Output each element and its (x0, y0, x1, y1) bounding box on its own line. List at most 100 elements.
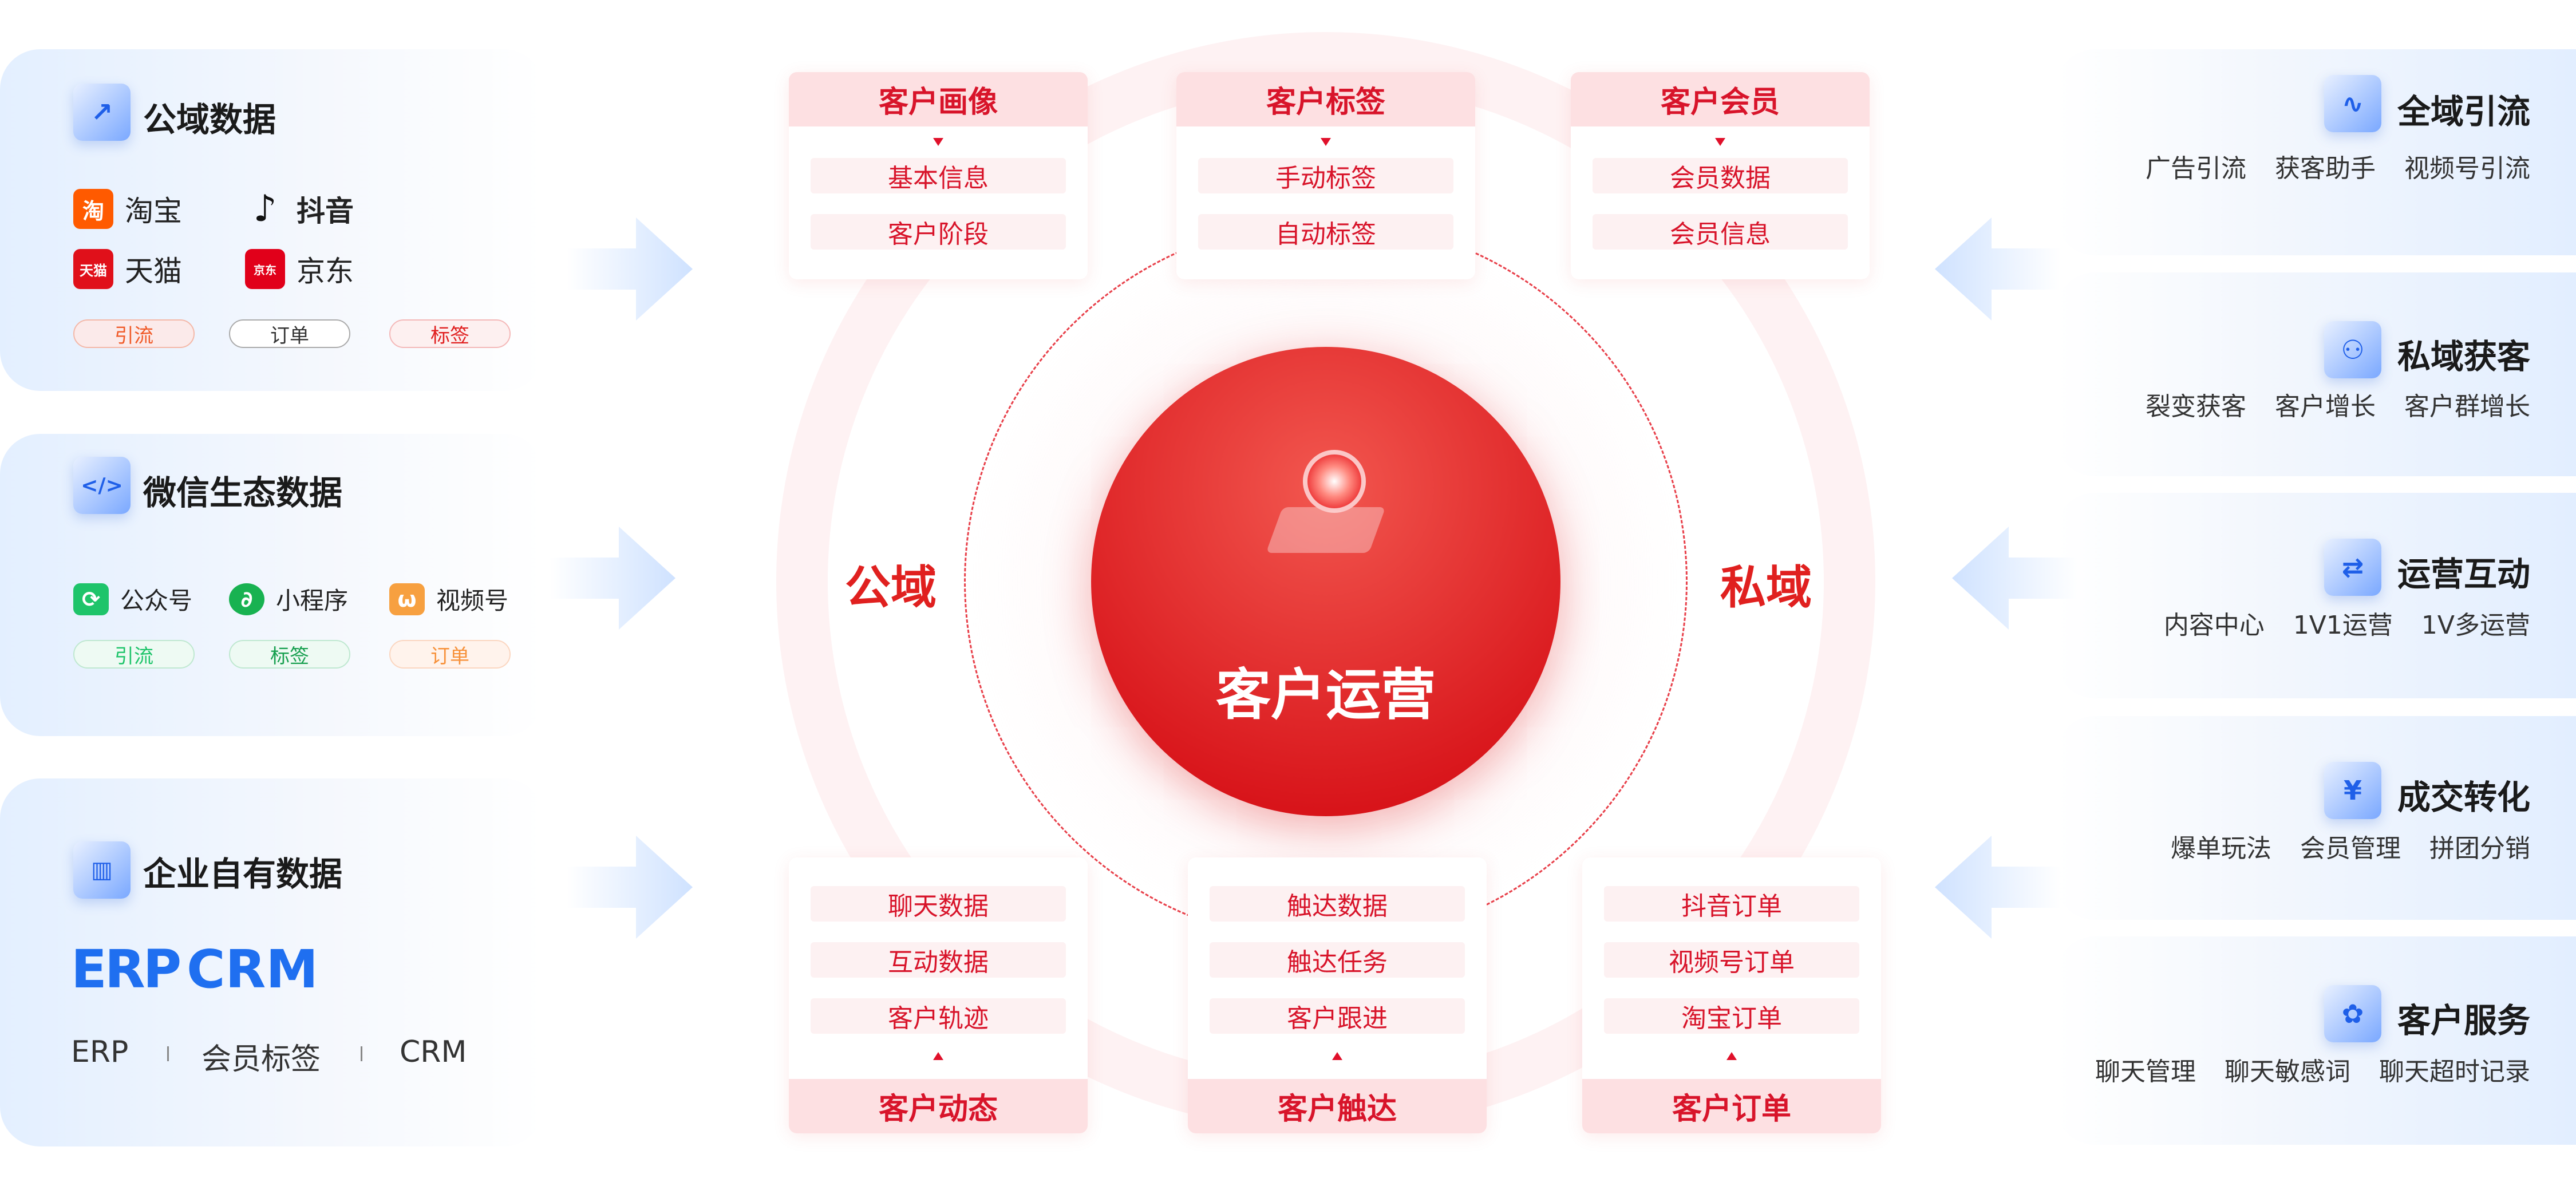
crm-logo: CRM (187, 939, 318, 1000)
box-item: 自动标签 (1198, 214, 1453, 250)
service-icon: ✿ (2324, 985, 2381, 1042)
panel-item: 广告引流 (2146, 154, 2246, 183)
mini-program-logo: ∂ (229, 583, 264, 615)
box-customer-tags: 客户标签 手动标签 自动标签 (1176, 72, 1475, 279)
pulse-icon: ∿ (2324, 75, 2381, 132)
enterprise-item: ERP (71, 1035, 129, 1069)
douyin-logo: ♪ (253, 188, 277, 230)
add-user-icon: ⚇ (2324, 321, 2381, 378)
tag-traffic: 引流 (73, 319, 195, 348)
taobao-logo: 淘 (73, 189, 113, 229)
box-title: 客户订单 (1582, 1079, 1881, 1133)
box-title: 客户标签 (1176, 72, 1475, 126)
box-item: 会员数据 (1593, 158, 1848, 193)
brand-douyin: ♪抖音 (245, 188, 354, 230)
public-data-panel: ↗ 公域数据 淘淘宝 ♪抖音 天猫天猫 京东京东 引流 订单 标签 (0, 49, 544, 391)
down-triangle-icon (933, 138, 943, 146)
panel-item: 1V1运营 (2293, 611, 2393, 640)
private-domain-label: 私域 (1720, 561, 1812, 614)
box-item: 互动数据 (811, 942, 1066, 978)
arrow-left-icon (1935, 836, 2061, 939)
box-title: 客户画像 (789, 72, 1088, 126)
brand-tmall: 天猫天猫 (73, 248, 182, 290)
box-customer-activity: 聊天数据 互动数据 客户轨迹 客户动态 (789, 857, 1088, 1133)
panel-title: 运营互动 (2397, 555, 2530, 594)
brand-name: 京东 (297, 255, 354, 288)
app-official-account: ⟳ 公众号 (73, 582, 192, 616)
brand-name: 天猫 (125, 255, 182, 288)
public-domain-label: 公域 (845, 561, 937, 614)
panel-deal-conversion: ¥ 成交转化 爆单玩法会员管理拼团分销 (2055, 716, 2576, 920)
panel-title: 企业自有数据 (143, 855, 343, 894)
box-item: 客户轨迹 (811, 998, 1066, 1034)
jd-logo: 京东 (245, 249, 285, 289)
tmall-logo: 天猫 (73, 249, 113, 289)
tag-order: 订单 (389, 640, 511, 669)
official-account-logo: ⟳ (73, 583, 109, 615)
money-bag-icon: ¥ (2324, 762, 2381, 819)
tag-label: 标签 (389, 319, 511, 348)
box-item: 视频号订单 (1604, 942, 1859, 978)
app-name: 公众号 (120, 587, 193, 615)
panel-item: 聊天超时记录 (2379, 1057, 2530, 1086)
box-customer-profile: 客户画像 基本信息 客户阶段 (789, 72, 1088, 279)
customer-icon (1263, 450, 1389, 553)
panel-omni-traffic: ∿ 全域引流 广告引流获客助手视频号引流 (2055, 49, 2576, 255)
down-triangle-icon (1715, 138, 1725, 146)
panel-item: 拼团分销 (2429, 834, 2530, 863)
brand-name: 淘宝 (125, 195, 182, 228)
box-item: 客户阶段 (811, 214, 1066, 250)
box-item: 聊天数据 (811, 886, 1066, 922)
panel-items: 爆单玩法会员管理拼团分销 (2171, 828, 2530, 864)
arrow-left-icon (1935, 218, 2061, 321)
panel-operation-interaction: ⇄ 运营互动 内容中心 1V1运营 1V多运营 (2055, 493, 2576, 698)
down-triangle-icon (1321, 138, 1331, 146)
box-customer-membership: 客户会员 会员数据 会员信息 (1571, 72, 1870, 279)
panel-title: 全域引流 (2397, 92, 2530, 131)
panel-title: 公域数据 (143, 100, 276, 139)
enterprise-item: CRM (400, 1035, 467, 1069)
panel-item: 内容中心 (2163, 611, 2265, 640)
panel-items: 广告引流获客助手视频号引流 (2146, 148, 2530, 184)
box-title: 客户触达 (1188, 1079, 1487, 1133)
channels-logo: ω (389, 583, 425, 615)
panel-title: 客户服务 (2397, 1001, 2530, 1040)
box-item: 客户跟进 (1210, 998, 1465, 1034)
panel-item: 1V多运营 (2421, 611, 2530, 640)
box-customer-orders: 抖音订单 视频号订单 淘宝订单 客户订单 (1582, 857, 1881, 1133)
code-icon: </> (73, 457, 131, 514)
arrow-right-icon (567, 836, 693, 939)
exchange-icon: ⇄ (2324, 539, 2381, 596)
box-item: 会员信息 (1593, 214, 1848, 250)
panel-item: 聊天管理 (2095, 1057, 2196, 1086)
box-customer-reach: 触达数据 触达任务 客户跟进 客户触达 (1188, 857, 1487, 1133)
box-item: 抖音订单 (1604, 886, 1859, 922)
arrow-right-icon (567, 218, 693, 321)
panel-items: 裂变获客客户增长客户群增长 (2146, 386, 2530, 422)
box-title: 客户会员 (1571, 72, 1870, 126)
box-item: 基本信息 (811, 158, 1066, 193)
box-title: 客户动态 (789, 1079, 1088, 1133)
bar-chart-icon: ▥ (73, 841, 131, 899)
box-item: 触达任务 (1210, 942, 1465, 978)
panel-private-acquisition: ⚇ 私域获客 裂变获客客户增长客户群增长 (2055, 272, 2576, 476)
divider (361, 1046, 362, 1061)
center-title: 客户运营 (1216, 663, 1436, 727)
panel-item: 裂变获客 (2146, 392, 2246, 421)
app-name: 小程序 (276, 587, 349, 615)
enterprise-data-panel: ▥ 企业自有数据 ERP CRM ERP 会员标签 CRM (0, 778, 544, 1146)
app-name: 视频号 (436, 587, 509, 615)
panel-title: 微信生态数据 (143, 473, 343, 512)
arrow-right-icon (550, 527, 675, 630)
panel-items: 聊天管理聊天敏感词聊天超时记录 (2095, 1051, 2530, 1088)
app-channels: ω 视频号 (389, 582, 508, 616)
panel-item: 视频号引流 (2404, 154, 2530, 183)
panel-item: 客户群增长 (2404, 392, 2530, 421)
up-triangle-icon (1726, 1052, 1737, 1060)
up-triangle-icon (1332, 1052, 1342, 1060)
brand-jd: 京东京东 (245, 248, 354, 290)
enterprise-item: 会员标签 (202, 1042, 321, 1077)
tag-traffic: 引流 (73, 640, 195, 669)
up-triangle-icon (933, 1052, 943, 1060)
